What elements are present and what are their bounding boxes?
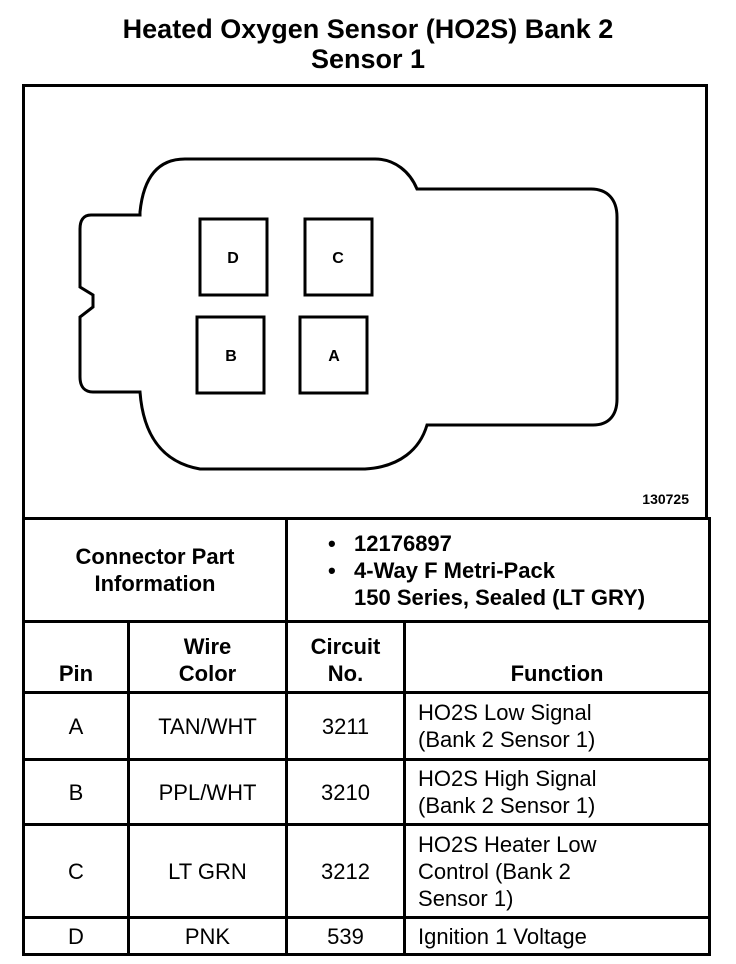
- table-row: D PNK 539 Ignition 1 Voltage: [22, 916, 712, 956]
- wire-color-cell: TAN/WHT: [126, 691, 289, 761]
- connector-info-row: Connector Part Information • 12176897 • …: [21, 517, 712, 623]
- pin-d-cavity: [198, 217, 269, 297]
- function-line: Sensor 1): [418, 885, 514, 911]
- connector-label-line-1: Connector Part: [75, 544, 235, 569]
- function-line: HO2S Heater Low: [418, 831, 597, 857]
- connector-description-line-2: 150 Series, Sealed (LT GRY): [354, 584, 646, 610]
- header-circuit-line-1: Circuit: [310, 634, 381, 659]
- connector-info-label: Connector Part Information: [21, 517, 289, 623]
- pin-cell: D: [22, 916, 130, 956]
- function-line: (Bank 2 Sensor 1): [418, 793, 596, 818]
- function-line: (Bank 2 Sensor 1): [418, 727, 596, 752]
- table-header-row: Pin Wire Color Circuit No. Function: [22, 620, 712, 694]
- part-number-item: • 12176897: [328, 530, 708, 557]
- connector-description-item: • 4-Way F Metri-Pack 150 Series, Sealed …: [328, 557, 708, 611]
- function-cell: HO2S High Signal (Bank 2 Sensor 1): [403, 758, 712, 826]
- title-line-1: Heated Oxygen Sensor (HO2S) Bank 2: [122, 14, 614, 44]
- pin-b-cavity: [195, 315, 266, 395]
- connector-face-drawing: D C B A: [78, 157, 619, 471]
- circuit-cell: 539: [285, 916, 407, 956]
- function-cell: Ignition 1 Voltage: [403, 916, 712, 956]
- pin-a-cavity: [298, 315, 369, 395]
- header-wire-line-1: Wire: [183, 634, 232, 659]
- circuit-cell: 3212: [285, 823, 407, 919]
- part-number: 12176897: [354, 530, 452, 556]
- wire-color-cell: PNK: [126, 916, 289, 956]
- table-row: B PPL/WHT 3210 HO2S High Signal (Bank 2 …: [22, 758, 712, 826]
- function-line: HO2S High Signal: [418, 766, 597, 791]
- circuit-cell: 3210: [285, 758, 407, 826]
- connector-info-details: • 12176897 • 4-Way F Metri-Pack 150 Seri…: [285, 517, 712, 623]
- function-line: Control (Bank 2: [418, 858, 571, 884]
- circuit-cell: 3211: [285, 691, 407, 761]
- table-row: C LT GRN 3212 HO2S Heater Low Control (B…: [22, 823, 712, 919]
- function-cell: HO2S Heater Low Control (Bank 2 Sensor 1…: [403, 823, 712, 919]
- wire-color-cell: LT GRN: [126, 823, 289, 919]
- connector-outline: [78, 157, 619, 471]
- header-function: Function: [403, 620, 712, 694]
- header-pin: Pin: [22, 620, 130, 694]
- title-line-2: Sensor 1: [310, 44, 426, 74]
- wire-color-cell: PPL/WHT: [126, 758, 289, 826]
- function-line: HO2S Low Signal: [418, 700, 592, 725]
- function-line: Ignition 1 Voltage: [418, 923, 587, 949]
- header-circuit: Circuit No.: [285, 620, 407, 694]
- connector-description-line-1: 4-Way F Metri-Pack: [354, 557, 555, 583]
- pin-cell: C: [22, 823, 130, 919]
- header-wire-color: Wire Color: [126, 620, 289, 694]
- pin-cell: A: [22, 691, 130, 761]
- header-circuit-line-2: No.: [327, 661, 364, 686]
- page-title: Heated Oxygen Sensor (HO2S) Bank 2 Senso…: [0, 14, 736, 74]
- bullet: •: [328, 557, 336, 583]
- pin-b-label: B: [225, 348, 237, 365]
- table-row: A TAN/WHT 3211 HO2S Low Signal (Bank 2 S…: [22, 691, 712, 761]
- figure-id: 130725: [642, 491, 689, 507]
- header-wire-line-2: Color: [178, 661, 237, 686]
- function-cell: HO2S Low Signal (Bank 2 Sensor 1): [403, 691, 712, 761]
- connector-label-line-2: Information: [94, 571, 216, 596]
- pin-a-label: A: [328, 348, 340, 365]
- pin-cell: B: [22, 758, 130, 826]
- pinout-table: Connector Part Information • 12176897 • …: [21, 517, 712, 956]
- pin-c-label: C: [332, 250, 344, 267]
- pin-c-cavity: [303, 217, 374, 297]
- connector-diagram: D C B A 130725: [22, 84, 708, 520]
- pin-d-label: D: [227, 250, 239, 267]
- bullet: •: [328, 530, 336, 556]
